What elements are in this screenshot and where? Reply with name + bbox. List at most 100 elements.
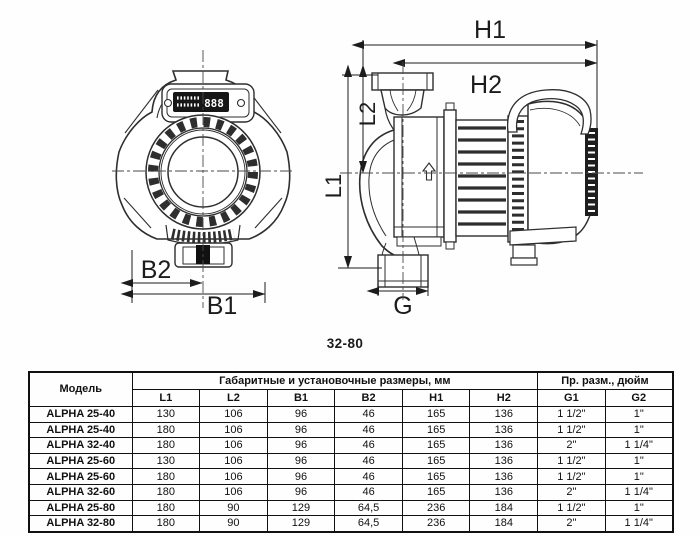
bezel-screw-icon (163, 98, 173, 108)
col-header-g2: G2 (604, 389, 674, 407)
side-view-dimensions (338, 40, 598, 296)
cell-b2: 64,5 (334, 515, 403, 533)
cell-b1: 96 (266, 452, 336, 470)
cell-model: ALPHA 25-80 (28, 499, 133, 517)
cell-l1: 180 (131, 483, 201, 501)
cell-b2: 46 (334, 437, 403, 454)
cell-b2: 46 (334, 421, 403, 439)
control-display-panel: 888 (161, 83, 255, 123)
cell-l2: 106 (199, 406, 268, 423)
cell-b2: 46 (334, 452, 403, 470)
cell-b1: 96 (266, 483, 336, 501)
col-header-b2: B2 (334, 389, 403, 407)
col-header-b1: B1 (266, 389, 336, 407)
cell-l2: 90 (199, 499, 268, 517)
pump-front-view-drawing: 888 (112, 50, 293, 320)
cell-g1: 2" (537, 515, 606, 533)
cell-l2: 106 (199, 452, 268, 470)
terminal-box (174, 242, 233, 268)
cell-g2: 1" (604, 406, 674, 423)
cell-l2: 106 (199, 437, 268, 454)
cell-g2: 1 1/4" (604, 515, 674, 533)
cell-l1: 180 (131, 468, 201, 485)
cell-model: ALPHA 32-80 (28, 515, 133, 533)
dim-label-g: G (393, 292, 412, 320)
cell-model: ALPHA 25-60 (28, 452, 133, 470)
col-header-h2: H2 (469, 389, 539, 407)
cell-b1: 96 (266, 468, 336, 485)
col-header-h1: H1 (401, 389, 471, 407)
dim-label-h1: H1 (474, 16, 506, 44)
cell-g2: 1 1/4" (604, 483, 674, 501)
cell-h1: 165 (401, 483, 471, 501)
cell-l1: 180 (131, 515, 201, 533)
figure-caption: 32-80 (326, 336, 364, 351)
cell-b1: 96 (266, 421, 336, 439)
cell-g2: 1" (604, 499, 674, 517)
cell-h1: 165 (401, 452, 471, 470)
cell-g1: 1 1/2" (537, 421, 606, 439)
cell-g1: 1 1/2" (537, 452, 606, 470)
col-header-l2: L2 (199, 389, 268, 407)
cell-l1: 130 (131, 452, 201, 470)
dim-label-l2: L2 (355, 102, 380, 126)
flow-direction-arrow-icon (421, 162, 437, 181)
table-row: ALPHA 25-40 130 106 96 46 165 136 1 1/2"… (28, 406, 674, 423)
cell-l2: 106 (199, 421, 268, 439)
pump-dimension-drawings: 888 (112, 16, 643, 320)
cell-b1: 96 (266, 406, 336, 423)
cell-g2: 1" (604, 452, 674, 470)
dim-label-b2: B2 (141, 256, 172, 284)
cell-h1: 165 (401, 468, 471, 485)
front-view-dimensions (120, 250, 266, 303)
pump-handle (507, 89, 592, 135)
cell-model: ALPHA 32-60 (28, 483, 133, 501)
table-header-group-row: Модель Габаритные и установочные размеры… (28, 371, 674, 407)
cell-g2: 1" (604, 421, 674, 439)
table-row: ALPHA 25-60 180 106 96 46 165 136 1 1/2"… (28, 468, 674, 485)
motor-fins (455, 119, 509, 237)
cell-g2: 1" (604, 468, 674, 485)
cell-b2: 46 (334, 406, 403, 423)
cell-b1: 129 (266, 515, 336, 533)
col-header-g1: G1 (537, 389, 606, 407)
spec-table: Модель Габаритные и установочные размеры… (28, 371, 674, 533)
cell-h2: 136 (469, 421, 539, 439)
cell-g1: 2" (537, 437, 606, 454)
cell-h1: 165 (401, 437, 471, 454)
cell-l1: 130 (131, 406, 201, 423)
display-digits: 888 (204, 97, 224, 110)
cell-l2: 106 (199, 468, 268, 485)
cell-l2: 106 (199, 483, 268, 501)
cell-h2: 136 (469, 406, 539, 423)
cell-l1: 180 (131, 499, 201, 517)
cell-g2: 1 1/4" (604, 437, 674, 454)
dim-label-h2: H2 (470, 71, 502, 99)
cell-h2: 136 (469, 437, 539, 454)
cell-l2: 90 (199, 515, 268, 533)
bezel-screw-icon (236, 98, 246, 108)
cell-g1: 1 1/2" (537, 468, 606, 485)
cell-g1: 2" (537, 483, 606, 501)
cell-b2: 46 (334, 468, 403, 485)
cell-model: ALPHA 25-60 (28, 468, 133, 485)
col-header-l1: L1 (131, 389, 201, 407)
table-row: ALPHA 25-40 180 106 96 46 165 136 1 1/2"… (28, 421, 674, 439)
cell-l1: 180 (131, 437, 201, 454)
table-row: ALPHA 32-80 180 90 129 64,5 236 184 2" 1… (28, 515, 674, 533)
cell-model: ALPHA 25-40 (28, 406, 133, 423)
table-row: ALPHA 32-60 180 106 96 46 165 136 2" 1 1… (28, 483, 674, 501)
cell-g1: 1 1/2" (537, 499, 606, 517)
cell-l1: 180 (131, 421, 201, 439)
col-group-thread: Пр. разм., дюйм (537, 371, 674, 390)
cell-b1: 96 (266, 437, 336, 454)
cell-h1: 236 (401, 515, 471, 533)
cell-model: ALPHA 32-40 (28, 437, 133, 454)
cell-h1: 236 (401, 499, 471, 517)
cell-model: ALPHA 25-40 (28, 421, 133, 439)
cell-h2: 136 (469, 483, 539, 501)
table-row: ALPHA 25-80 180 90 129 64,5 236 184 1 1/… (28, 499, 674, 517)
col-group-dimensions: Габаритные и установочные размеры, мм (131, 371, 539, 390)
table-header-row: L1 L2 B1 B2 H1 H2 G1 G2 (29, 389, 674, 407)
